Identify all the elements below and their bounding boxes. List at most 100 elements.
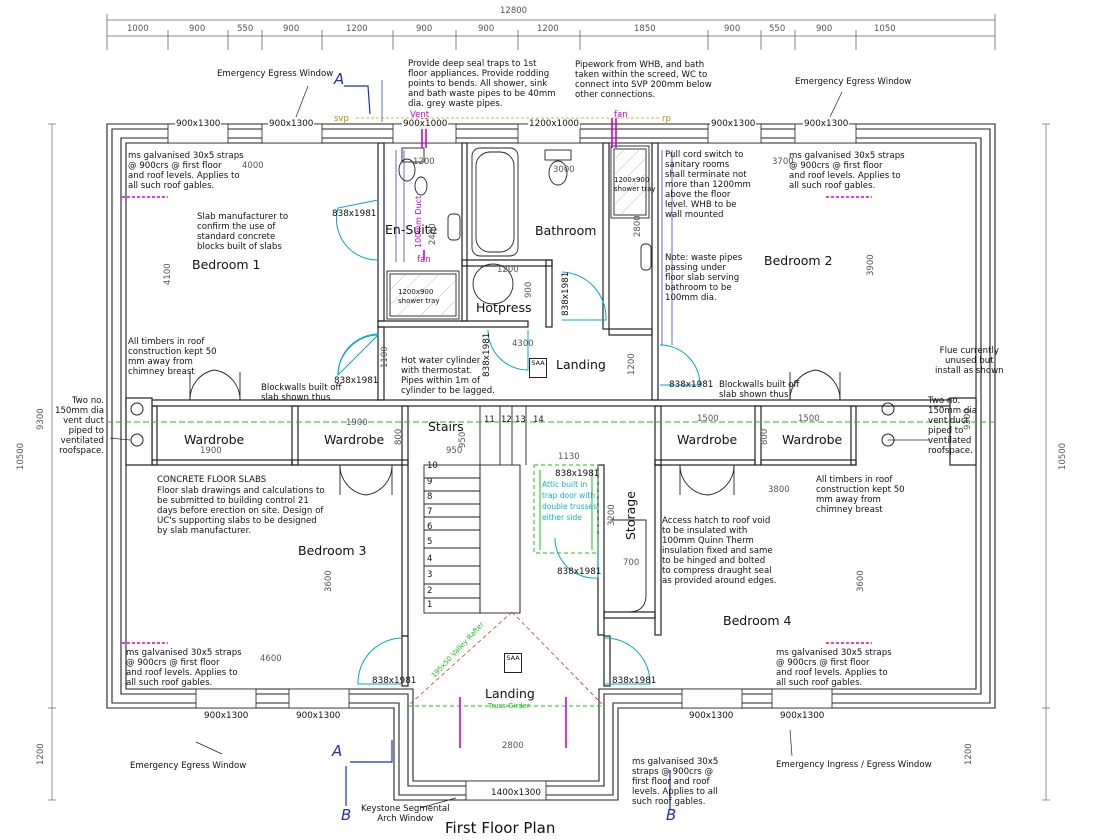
note-shower-tray-ensuite: 1200x900 shower tray bbox=[398, 288, 440, 305]
window-1: 900x1300 bbox=[175, 119, 222, 129]
room-bedroom-1: Bedroom 1 bbox=[192, 257, 261, 272]
stair-tread-8: 8 bbox=[427, 492, 433, 502]
room-bathroom: Bathroom bbox=[535, 223, 597, 238]
window-7: 900x1300 bbox=[203, 711, 250, 721]
bed1-width-dim: 4000 bbox=[242, 161, 264, 171]
left-main-dim: 9300 bbox=[36, 408, 46, 430]
door-bedroom-3: 838x1981 bbox=[372, 676, 417, 686]
left-bottom-dim: 1200 bbox=[36, 743, 46, 765]
note-slab: Slab manufacturer to confirm the use of … bbox=[197, 212, 289, 252]
note-keystone-window: Keystone Segmental Arch Window bbox=[361, 804, 450, 824]
bed4-height-dim: 3600 bbox=[856, 570, 866, 592]
dim-seg-12: 900 bbox=[816, 24, 833, 34]
rp-label: rp bbox=[662, 114, 671, 124]
structural-beams bbox=[107, 421, 995, 707]
note-concrete-title: CONCRETE FLOOR SLABS bbox=[157, 475, 267, 485]
dim-seg-1: 1000 bbox=[127, 24, 149, 34]
dim-seg-5: 1200 bbox=[346, 24, 368, 34]
dim-seg-11: 550 bbox=[769, 24, 786, 34]
landing-bottom-width-dim: 2800 bbox=[502, 741, 524, 751]
shower-tray-hatch bbox=[389, 148, 647, 317]
bath-width-dim: 3000 bbox=[553, 165, 575, 175]
dim-seg-6: 900 bbox=[416, 24, 433, 34]
note-straps-top-right: ms galvanised 30x5 straps @ 900crs @ fir… bbox=[789, 151, 905, 191]
truss-girder-label: Truss Girder bbox=[488, 702, 530, 710]
window-5: 900x1300 bbox=[710, 119, 757, 129]
stair-tread-3: 3 bbox=[427, 570, 433, 580]
svp-label: svp bbox=[334, 114, 349, 124]
note-straps-bottom-right: ms galvanised 30x5 straps @ 900crs @ fir… bbox=[776, 648, 892, 688]
duct-label: 100mm Duct bbox=[414, 195, 423, 248]
dim-seg-8: 1200 bbox=[537, 24, 559, 34]
door-hatch-top: 838x1981 bbox=[555, 469, 600, 479]
section-a-top: A bbox=[334, 70, 345, 88]
door-ensuite: 838x1981 bbox=[332, 209, 377, 219]
landing-width-dim: 4300 bbox=[512, 339, 534, 349]
note-vent-duct-right: Two no. 150mm dia vent duct piped to ven… bbox=[928, 396, 977, 456]
note-flue: Flue currently unused but install as sho… bbox=[935, 346, 1004, 376]
stair-tread-1: 1 bbox=[427, 600, 433, 610]
stair-tread-5: 5 bbox=[427, 537, 433, 547]
wardrobe-doors bbox=[189, 369, 841, 496]
ward3-dim: 1500 bbox=[697, 414, 719, 424]
room-wardrobe-2: Wardrobe bbox=[324, 432, 385, 447]
note-vent-duct-left: Two no. 150mm dia vent duct piped to ven… bbox=[55, 396, 104, 456]
smoke-alarm-bottom: SAA bbox=[504, 653, 522, 673]
stair-tread-14: 14 bbox=[533, 415, 544, 425]
note-shower-tray-bath: 1200x900 shower tray bbox=[614, 176, 656, 193]
section-a-bottom: A bbox=[332, 742, 343, 760]
stairs-height-dim: 950 bbox=[458, 431, 468, 448]
hotpress-width-dim: 1200 bbox=[497, 265, 519, 275]
note-straps-bottom-centre: ms galvanised 30x5 straps @ 900crs @ fir… bbox=[632, 757, 719, 807]
fan-label-ensuite: fan bbox=[417, 255, 431, 265]
stair-tread-7: 7 bbox=[427, 507, 433, 517]
ensuite-height-dim: 2400 bbox=[428, 223, 438, 245]
ward1-dim: 1900 bbox=[200, 446, 222, 456]
ward4-dim: 1500 bbox=[798, 414, 820, 424]
smoke-alarm-top: SAA bbox=[529, 358, 547, 378]
note-straps-bottom-left: ms galvanised 30x5 straps @ 900crs @ fir… bbox=[126, 648, 242, 688]
window-4: 1200x1000 bbox=[528, 119, 580, 129]
fan-label-top: fan bbox=[614, 110, 628, 120]
note-concrete: Floor slab drawings and calculations to … bbox=[157, 486, 325, 536]
right-overall-dim: 10500 bbox=[1058, 442, 1068, 470]
stair-tread-10: 10 bbox=[427, 461, 438, 471]
ward-height-dim-2: 800 bbox=[760, 428, 770, 445]
drain-pipes bbox=[381, 80, 673, 345]
section-b-left: B bbox=[341, 806, 352, 824]
staircase bbox=[423, 406, 527, 614]
storage-cupboard bbox=[610, 519, 647, 613]
window-10: 900x1300 bbox=[779, 711, 826, 721]
room-ensuite: En-Suite bbox=[385, 222, 438, 237]
note-pull-cord: Pull cord switch to sanitary rooms shall… bbox=[665, 150, 751, 220]
stair-tread-11: 11 bbox=[484, 415, 495, 425]
ward2-dim: 1900 bbox=[346, 418, 368, 428]
stair-tread-12: 12 bbox=[501, 415, 512, 425]
note-blockwalls-right: Blockwalls built off slab shown thus bbox=[719, 380, 800, 400]
landing-height-dim: 1100 bbox=[380, 346, 390, 368]
flues bbox=[130, 402, 895, 447]
note-straps-top-left: ms galvanised 30x5 straps @ 900crs @ fir… bbox=[128, 151, 244, 191]
room-landing-top: Landing bbox=[556, 357, 606, 372]
storage-height-dim: 3200 bbox=[607, 504, 617, 526]
room-stairs: Stairs bbox=[428, 419, 464, 434]
room-wardrobe-4: Wardrobe bbox=[782, 432, 843, 447]
valley-rafters bbox=[409, 611, 603, 705]
right-bottom-dim: 1200 bbox=[964, 743, 974, 765]
bed2-height-dim: 3900 bbox=[866, 254, 876, 276]
section-markers bbox=[344, 85, 671, 810]
note-egress-top-right: Emergency Egress Window bbox=[795, 77, 912, 87]
room-wardrobe-3: Wardrobe bbox=[677, 432, 738, 447]
dim-seg-9: 1850 bbox=[634, 24, 656, 34]
door-bathroom: 838x1981 bbox=[561, 271, 571, 316]
top-dimension-line bbox=[106, 14, 996, 50]
window-8: 900x1300 bbox=[295, 711, 342, 721]
dim-seg-4: 900 bbox=[283, 24, 300, 34]
landing-height-dim-2: 1200 bbox=[627, 353, 637, 375]
attic-hatch-label: Attic built in trap door with double tru… bbox=[542, 480, 598, 522]
door-swings bbox=[336, 199, 701, 685]
leader-lines bbox=[109, 85, 930, 809]
dim-seg-3: 550 bbox=[237, 24, 254, 34]
window-3: 900x1000 bbox=[402, 119, 449, 129]
